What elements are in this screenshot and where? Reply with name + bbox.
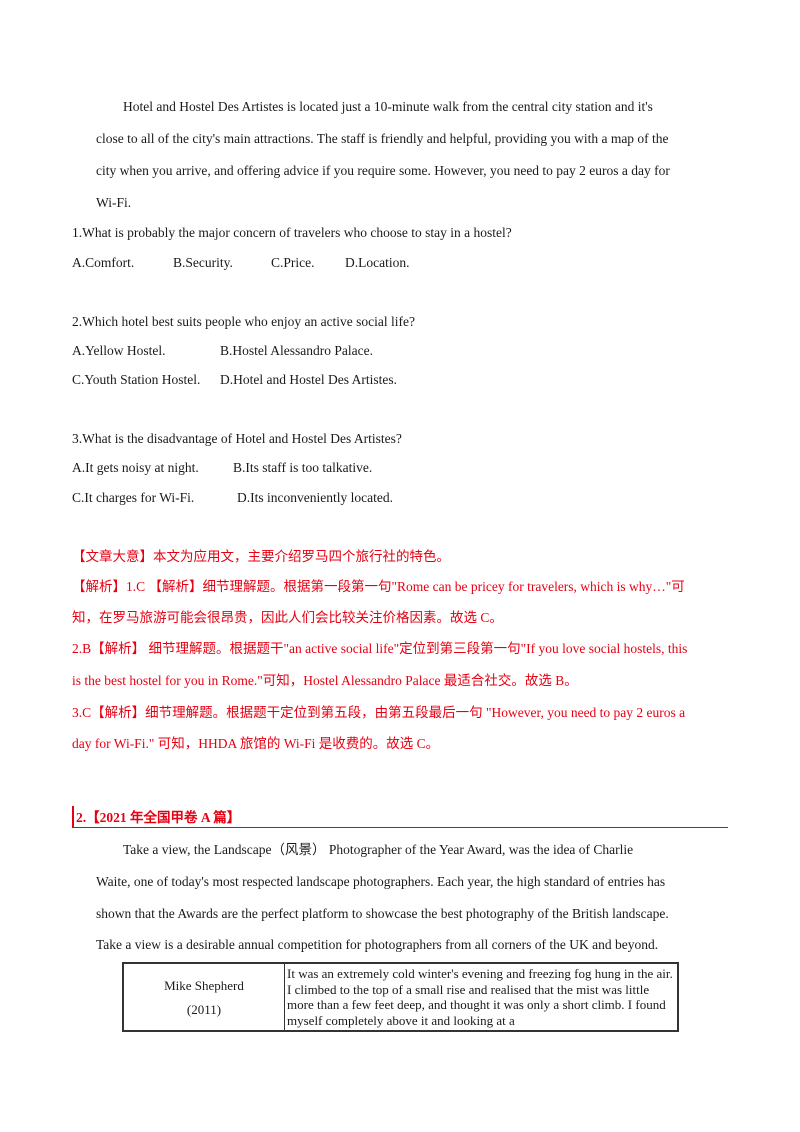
option-c: C.It charges for Wi-Fi. <box>72 490 195 505</box>
analysis-line: 3.C【解析】细节理解题。根据题干定位到第五段，由第五段最后一句 "Howeve… <box>72 705 686 720</box>
option-d: D.Its inconveniently located. <box>237 490 393 505</box>
passage-line: Waite, one of today's most respected lan… <box>96 874 666 889</box>
photographer-name: Mike Shepherd <box>164 978 244 993</box>
option-a: A.It gets noisy at night. <box>72 460 199 475</box>
option-b: B.Its staff is too talkative. <box>233 460 373 475</box>
option-d: D.Hotel and Hostel Des Artistes. <box>220 372 397 387</box>
section-divider <box>72 827 728 828</box>
entry-table: Mike Shepherd (2011) It was an extremely… <box>122 962 679 1032</box>
passage-line: Take a view is a desirable annual compet… <box>96 937 659 952</box>
analysis-line: day for Wi-Fi." 可知，HHDA 旅馆的 Wi-Fi 是收费的。故… <box>72 736 440 751</box>
photographer-year: (2011) <box>186 1002 222 1017</box>
passage-line: close to all of the city's main attracti… <box>96 131 669 146</box>
passage-line: Take a view, the Landscape（风景） Photograp… <box>123 842 634 857</box>
analysis-line: 2.B【解析】 细节理解题。根据题干"an active social life… <box>72 641 688 656</box>
analysis-line: 【文章大意】本文为应用文，主要介绍罗马四个旅行社的特色。 <box>72 549 450 564</box>
option-a: A.Comfort. <box>72 255 135 270</box>
option-c: C.Youth Station Hostel. <box>72 372 201 387</box>
question-stem: 1.What is probably the major concern of … <box>72 225 512 240</box>
passage-line: Wi-Fi. <box>96 195 132 210</box>
table-row: Mike Shepherd (2011) It was an extremely… <box>122 962 679 1032</box>
passage-line: Hotel and Hostel Des Artistes is located… <box>123 99 653 114</box>
question-stem: 2.Which hotel best suits people who enjo… <box>72 314 416 329</box>
photographer-cell: Mike Shepherd (2011) <box>122 962 285 1032</box>
analysis-line: 知，在罗马旅游可能会很昂贵，因此人们会比较关注价格因素。故选 C。 <box>72 610 503 625</box>
option-c: C.Price. <box>271 255 315 270</box>
section-title: 2.【2021 年全国甲卷 A 篇】 <box>76 810 241 825</box>
question-stem: 3.What is the disadvantage of Hotel and … <box>72 431 402 446</box>
option-b: B.Security. <box>173 255 233 270</box>
option-b: B.Hostel Alessandro Palace. <box>220 343 373 358</box>
passage-line: city when you arrive, and offering advic… <box>96 163 670 178</box>
entry-text: It was an extremely cold winter's evenin… <box>284 962 679 1032</box>
section-marker <box>72 806 74 827</box>
analysis-line: is the best hostel for you in Rome."可知，H… <box>72 673 578 688</box>
analysis-line: 【解析】1.C 【解析】细节理解题。根据第一段第一句"Rome can be p… <box>72 579 685 594</box>
option-a: A.Yellow Hostel. <box>72 343 166 358</box>
passage-line: shown that the Awards are the perfect pl… <box>96 906 669 921</box>
option-d: D.Location. <box>345 255 410 270</box>
